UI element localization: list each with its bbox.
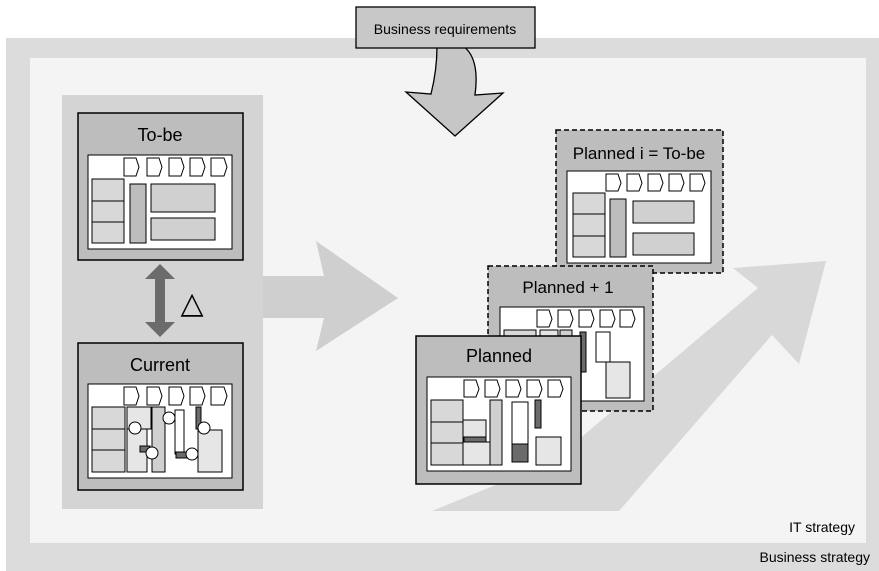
- business-strategy-label: Business strategy: [760, 549, 871, 565]
- planned-card: Planned: [415, 335, 582, 485]
- planned-plus-one-title: Planned + 1: [522, 278, 613, 297]
- current-architecture-thumbnail: [87, 383, 233, 479]
- tobe-architecture-thumbnail: [87, 154, 233, 250]
- tobe-title: To-be: [137, 125, 182, 145]
- transition-arrow: [263, 241, 398, 351]
- business-requirements-label: Business requirements: [374, 21, 516, 37]
- requirements-curved-arrow: [404, 45, 505, 137]
- current-card: Current: [77, 342, 244, 491]
- planned-i-architecture-thumbnail: [566, 170, 712, 264]
- current-title: Current: [130, 355, 190, 375]
- planned-i-title: Planned i = To-be: [573, 144, 705, 163]
- delta-symbol: △: [180, 287, 203, 320]
- planned-i-card: Planned i = To-be: [555, 129, 724, 274]
- planned-architecture-thumbnail: [426, 376, 572, 472]
- gap-double-arrow: [145, 264, 175, 337]
- progress-shadow-arrow: [432, 261, 826, 511]
- tobe-card: To-be: [77, 112, 244, 261]
- planned-title: Planned: [466, 346, 532, 366]
- it-strategy-label: IT strategy: [789, 519, 855, 535]
- business-requirements-box: Business requirements: [355, 6, 536, 49]
